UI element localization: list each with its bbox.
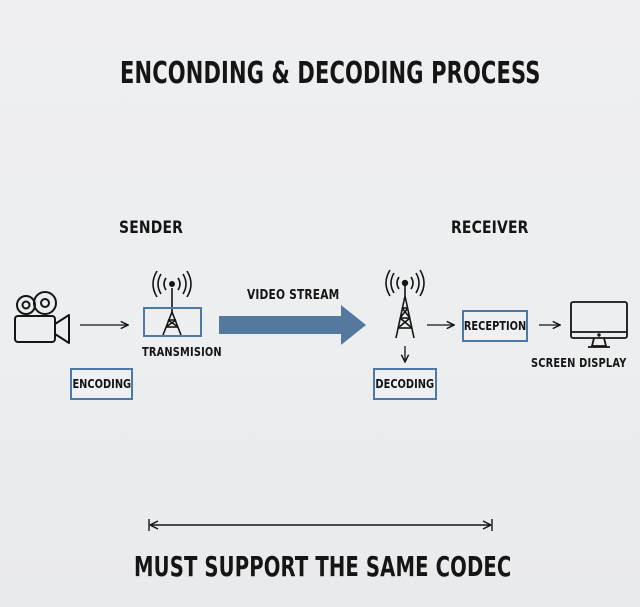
transmission-box [143,307,202,337]
reception-box: RECEPTION [462,310,528,342]
receiver-label: RECEIVER [451,218,529,238]
encoding-box: ENCODING [70,368,133,400]
transmision-label: TRANSMISION [142,345,222,359]
footer-codec-note: MUST SUPPORT THE SAME CODEC [134,550,512,583]
sender-label: SENDER [119,218,184,238]
video-stream-label: VIDEO STREAM [247,288,340,303]
monitor-icon [570,301,628,348]
encoding-label: ENCODING [72,377,131,391]
decoding-box: DECODING [373,368,437,400]
video-camera-icon [14,291,70,344]
antenna-tower-icon [385,269,425,339]
codec-range-bracket [148,519,493,531]
diagram-title: ENCONDING & DECODING PROCESS [120,56,541,91]
screen-display-label: SCREEN DISPLAY [531,356,627,370]
reception-label: RECEPTION [463,319,527,333]
video-stream-arrow [219,305,366,345]
decoding-label: DECODING [375,377,435,391]
